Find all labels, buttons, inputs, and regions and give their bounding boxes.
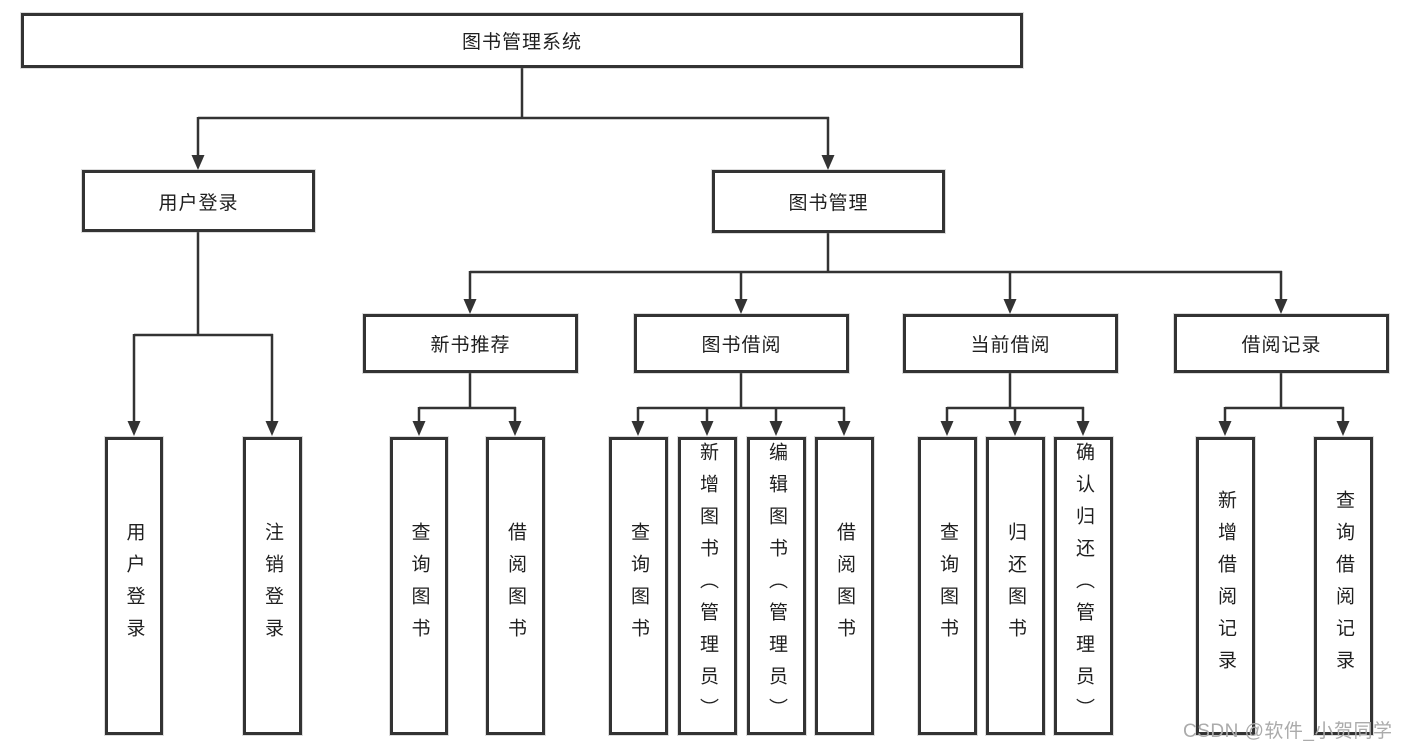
arrowhead-icon: [1336, 421, 1350, 436]
node-user-login-leaf: 用户登录: [105, 437, 163, 735]
csdn-watermark: CSDN @软件_小贺同学: [1183, 721, 1393, 742]
arrowhead-icon: [412, 421, 426, 436]
arrowhead-icon: [191, 155, 205, 170]
connector-root-to-level2: [196, 68, 830, 157]
node-borrow-books-recommend: 借阅图书: [486, 437, 545, 735]
arrowhead-icon: [1274, 299, 1288, 314]
node-current-borrowing: 当前借阅: [903, 314, 1118, 373]
node-confirm-return-admin: 确认归还（管理员）: [1054, 437, 1113, 735]
node-borrow-books-leaf: 借阅图书: [815, 437, 874, 735]
node-return-books: 归还图书: [986, 437, 1045, 735]
arrowhead-icon: [1218, 421, 1232, 436]
connector-bookborrow-to-children: [636, 373, 846, 424]
node-add-books-admin: 新增图书（管理员）: [678, 437, 737, 735]
connector-bookmgmt-to-level3: [468, 233, 1283, 302]
arrowhead-icon: [631, 421, 645, 436]
node-query-books-current: 查询图书: [918, 437, 977, 735]
arrowhead-icon: [127, 421, 141, 436]
arrowhead-icon: [837, 421, 851, 436]
node-edit-books-admin: 编辑图书（管理员）: [747, 437, 806, 735]
arrowhead-icon: [1003, 299, 1017, 314]
connector-newbookrec-to-children: [417, 373, 517, 424]
node-query-borrow-record: 查询借阅记录: [1314, 437, 1373, 735]
connector-currentborrow-to-children: [945, 373, 1085, 424]
node-borrowing-records: 借阅记录: [1174, 314, 1389, 373]
node-new-book-recommend: 新书推荐: [363, 314, 578, 373]
node-query-books-borrow: 查询图书: [609, 437, 668, 735]
node-root: 图书管理系统: [21, 13, 1023, 68]
arrowhead-icon: [821, 155, 835, 170]
arrowhead-icon: [700, 421, 714, 436]
arrowhead-icon: [1008, 421, 1022, 436]
node-query-books-recommend: 查询图书: [390, 437, 448, 735]
node-user-login: 用户登录: [82, 170, 315, 232]
arrowhead-icon: [508, 421, 522, 436]
node-logout-leaf: 注销登录: [243, 437, 302, 735]
connector-userlogin-to-children: [132, 232, 274, 424]
arrowhead-icon: [734, 299, 748, 314]
arrowhead-icon: [1076, 421, 1090, 436]
arrowhead-icon: [265, 421, 279, 436]
arrowhead-icon: [463, 299, 477, 314]
connector-borrowrecords-to-children: [1223, 373, 1345, 424]
node-add-borrow-record: 新增借阅记录: [1196, 437, 1255, 735]
node-book-management: 图书管理: [712, 170, 945, 233]
arrowhead-icon: [769, 421, 783, 436]
arrowhead-icon: [940, 421, 954, 436]
node-book-borrowing: 图书借阅: [634, 314, 849, 373]
